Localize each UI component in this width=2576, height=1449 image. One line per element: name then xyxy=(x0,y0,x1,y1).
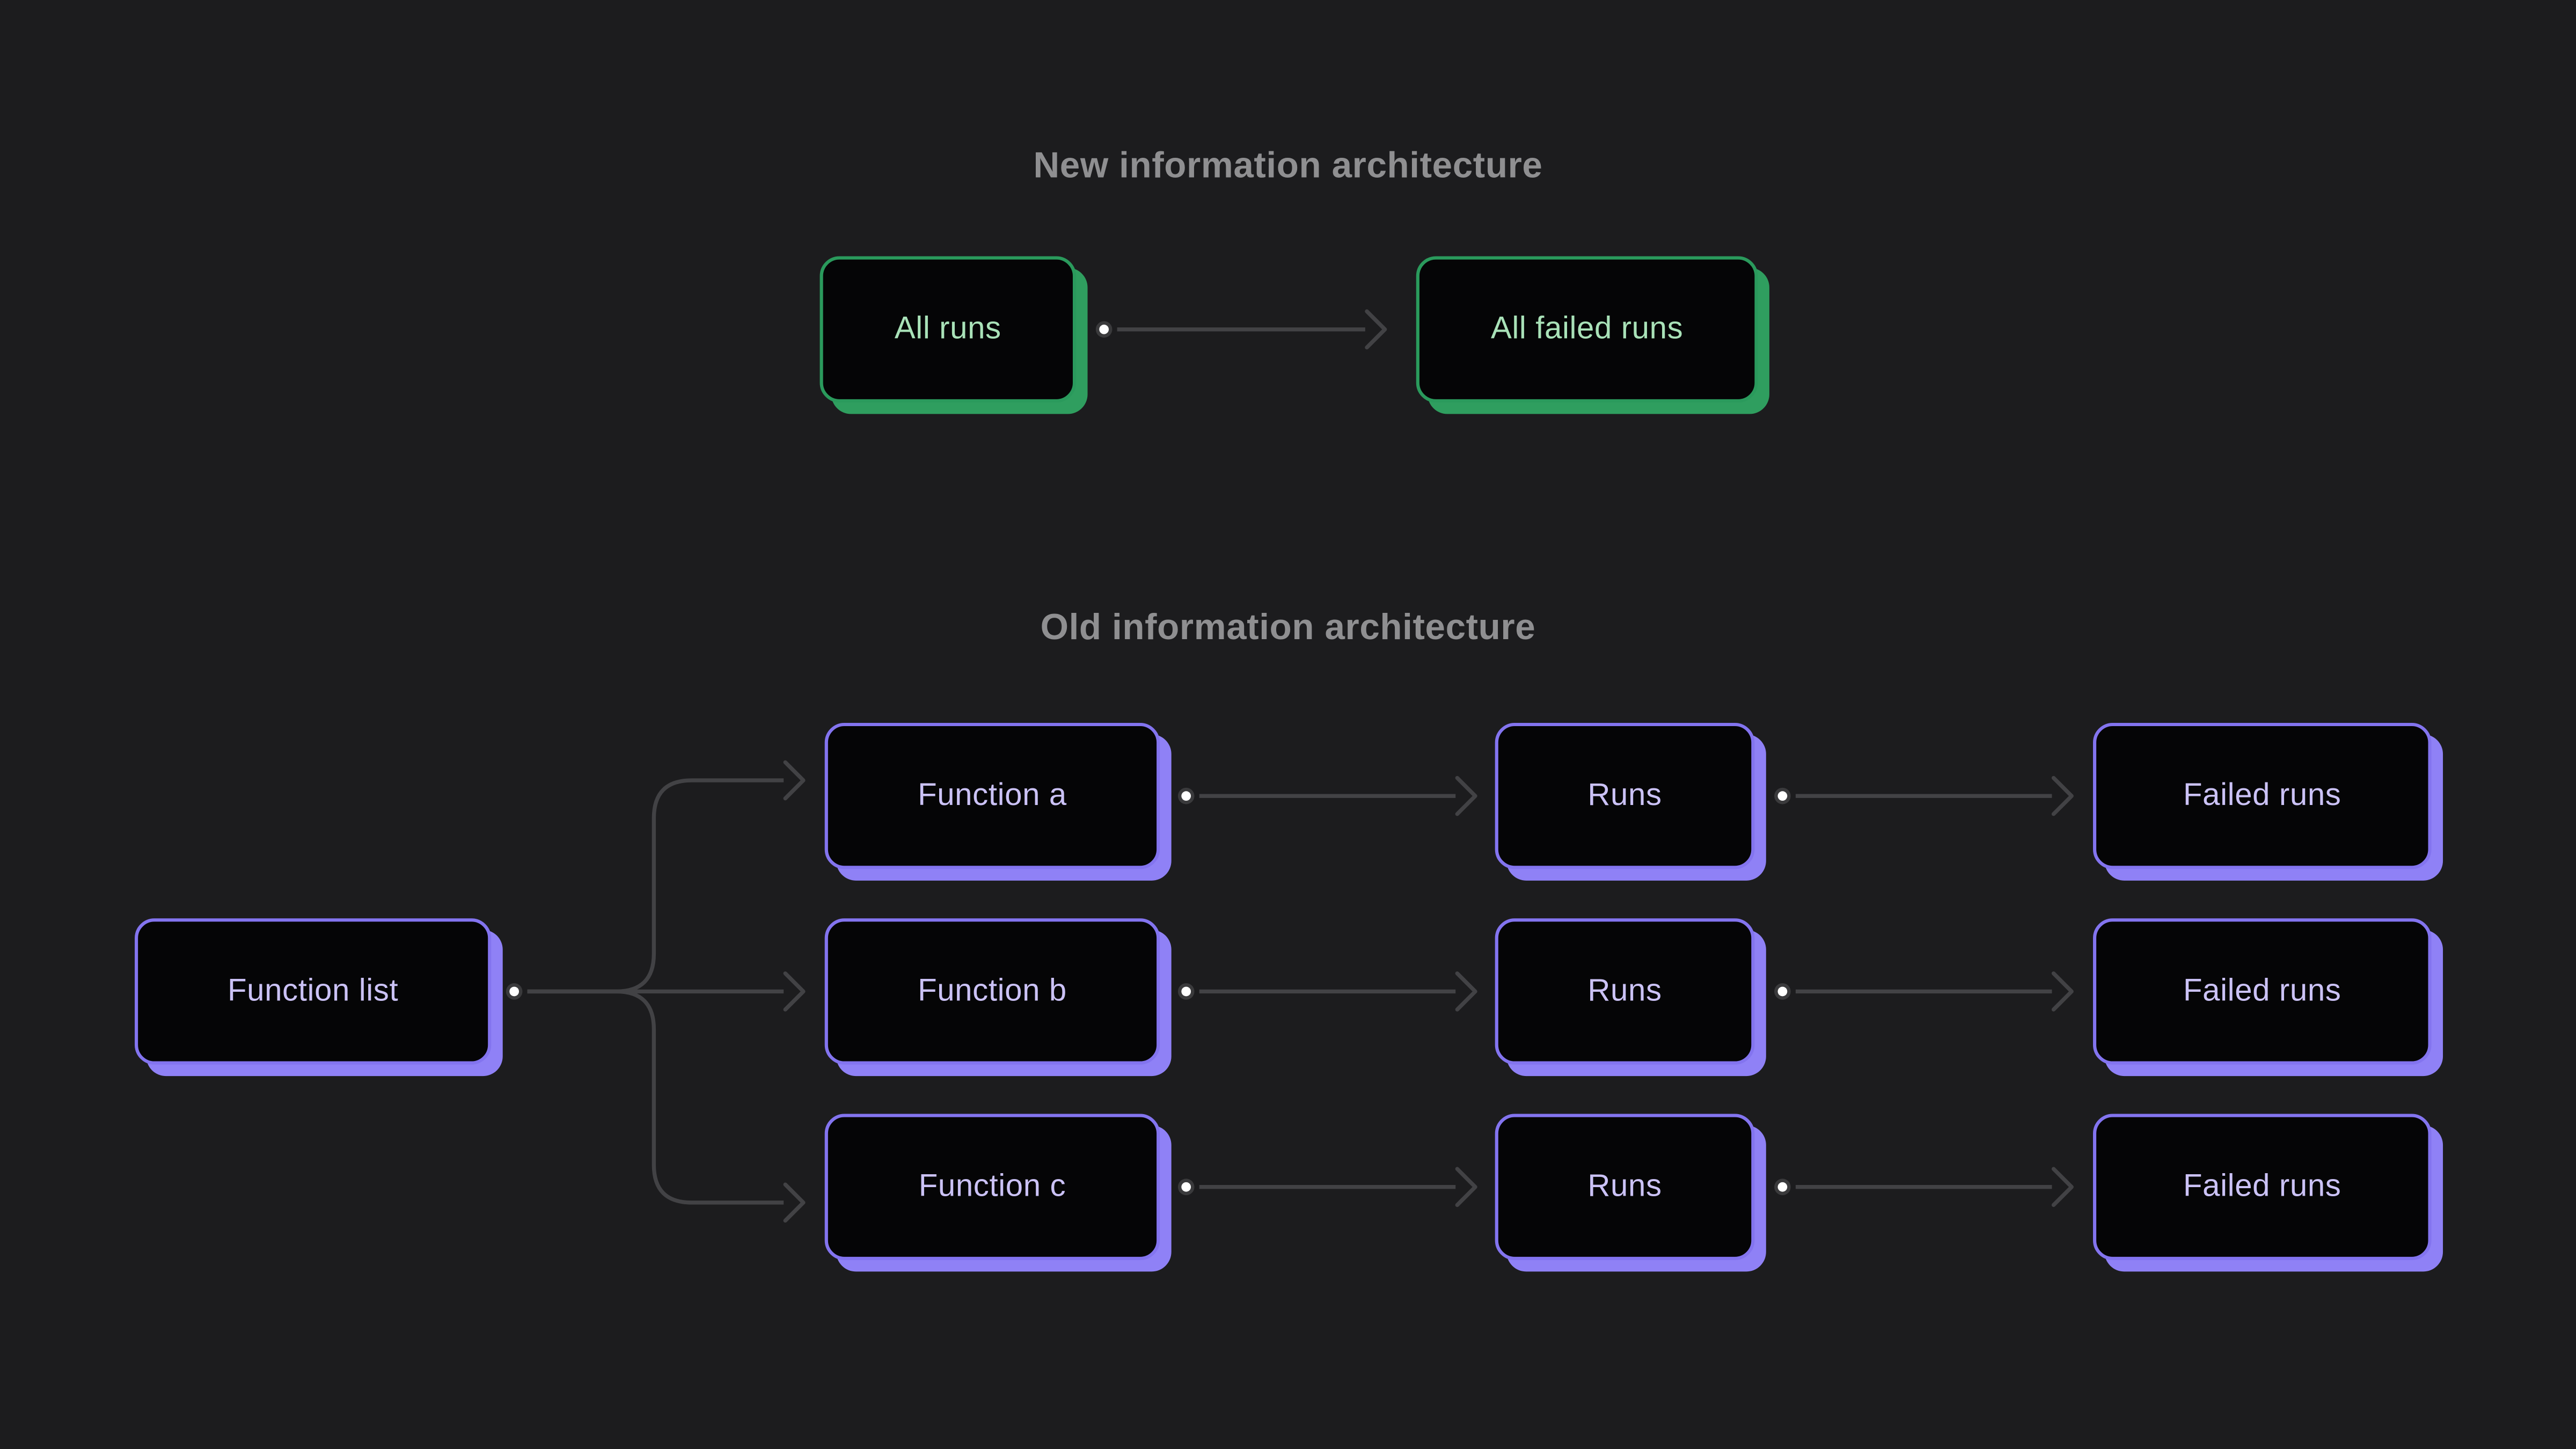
arrowhead-icon xyxy=(1455,971,1477,1012)
arrowhead-icon xyxy=(1455,1167,1477,1208)
arrowhead-icon xyxy=(1455,775,1477,816)
arrowhead-icon xyxy=(783,1182,806,1223)
node-label: Runs xyxy=(1587,1169,1662,1204)
arrowhead-icon xyxy=(2051,775,2074,816)
node-all-runs: All runs xyxy=(819,256,1077,402)
node-label: All failed runs xyxy=(1490,311,1684,346)
node-failed-runs-a: Failed runs xyxy=(2093,722,2432,869)
connector-all-runs-to-all-failed-runs xyxy=(1095,309,1387,350)
node-label: Function list xyxy=(227,973,399,1008)
node-failed-runs-b: Failed runs xyxy=(2093,918,2432,1065)
node-runs-a: Runs xyxy=(1495,722,1755,869)
node-function-list: Function list xyxy=(135,918,492,1065)
node-function-c: Function c xyxy=(824,1114,1160,1260)
connector-dot-core xyxy=(509,986,519,997)
connector-dot-core xyxy=(1181,986,1191,997)
node-runs-b: Runs xyxy=(1495,918,1755,1065)
connector-dot-core xyxy=(1099,324,1109,334)
node-label: Function b xyxy=(918,973,1067,1008)
node-label: Runs xyxy=(1587,973,1662,1008)
arrowhead-icon xyxy=(783,971,806,1012)
node-label: Function c xyxy=(918,1169,1066,1204)
node-function-a: Function a xyxy=(824,722,1160,869)
connector-dot-core xyxy=(1777,1182,1788,1192)
node-runs-c: Runs xyxy=(1495,1114,1755,1260)
connector-row-c xyxy=(1177,1167,2074,1208)
node-label: All runs xyxy=(894,311,1001,346)
node-label: Failed runs xyxy=(2183,973,2341,1008)
node-function-b: Function b xyxy=(824,918,1160,1065)
connector-row-a xyxy=(1177,775,2074,816)
node-all-failed-runs: All failed runs xyxy=(1416,256,1758,402)
node-label: Failed runs xyxy=(2183,778,2341,813)
connector-row-b xyxy=(1177,971,2074,1012)
arrowhead-icon xyxy=(2051,971,2074,1012)
connector-function-list-fork xyxy=(506,760,806,1223)
arrowhead-icon xyxy=(2051,1167,2074,1208)
connector-line xyxy=(527,778,784,994)
node-label: Failed runs xyxy=(2183,1169,2341,1204)
connector-dot-core xyxy=(1777,791,1788,801)
new-architecture-title: New information architecture xyxy=(1033,144,1543,186)
arrowhead-icon xyxy=(783,760,806,801)
node-label: Runs xyxy=(1587,778,1662,813)
connector-dot-core xyxy=(1181,1182,1191,1192)
arrowhead-icon xyxy=(1365,309,1387,350)
connector-dot-core xyxy=(1181,791,1191,801)
node-label: Function a xyxy=(918,778,1067,813)
node-failed-runs-c: Failed runs xyxy=(2093,1114,2432,1260)
old-architecture-title: Old information architecture xyxy=(1040,606,1536,648)
connector-line xyxy=(527,989,784,1205)
connector-dot-core xyxy=(1777,986,1788,997)
